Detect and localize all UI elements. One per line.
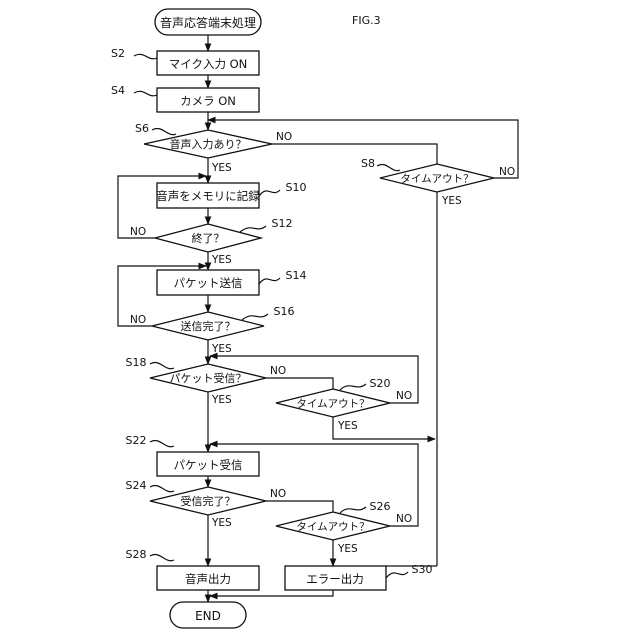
step-label-s18: S18 [126, 356, 147, 369]
step-label-s2: S2 [111, 47, 125, 60]
leader-s28 [150, 554, 174, 560]
end-label: END [195, 609, 221, 623]
s8-yes-label: YES [441, 195, 462, 207]
s18-yes-label: YES [211, 394, 232, 406]
process-s28-label: 音声出力 [185, 572, 231, 586]
step-label-s30: S30 [412, 563, 433, 576]
leader-s10 [259, 190, 280, 196]
step-label-s4: S4 [111, 84, 125, 97]
s26-yes-label: YES [337, 543, 358, 555]
step-label-s6: S6 [135, 122, 149, 135]
s26-no-label: NO [396, 513, 412, 525]
leader-s14 [259, 278, 280, 284]
leader-s26 [340, 507, 366, 513]
step-label-s12: S12 [272, 217, 293, 230]
step-label-s8: S8 [361, 157, 375, 170]
process-s2-label: マイク入力 ON [169, 57, 248, 71]
s6-yes-label: YES [211, 162, 232, 174]
s16-yes-label: YES [211, 343, 232, 355]
decision-s24-label: 受信完了？ [181, 494, 236, 508]
s24-no-label: NO [270, 488, 286, 500]
s16-no-label: NO [130, 314, 146, 326]
step-label-s14: S14 [286, 269, 307, 282]
figure-label: FIG.3 [352, 14, 381, 27]
process-s30-label: エラー出力 [306, 572, 364, 586]
decision-s16-label: 送信完了？ [181, 319, 236, 333]
s18-no-label: NO [270, 365, 286, 377]
leader-s12 [240, 226, 266, 232]
s12-no-label: NO [130, 226, 146, 238]
leader-s24 [150, 485, 174, 491]
start-label: 音声応答端末処理 [160, 15, 256, 30]
step-label-s20: S20 [370, 377, 391, 390]
s20-no-label: NO [396, 390, 412, 402]
step-label-s16: S16 [274, 305, 295, 318]
decision-s12-label: 終了？ [192, 231, 225, 245]
leader-s22 [150, 440, 174, 446]
leader-s6 [152, 128, 176, 134]
decision-s6-label: 音声入力あり？ [170, 137, 247, 151]
leader-s16 [242, 314, 268, 320]
leader-s8 [377, 164, 400, 170]
leader-s30 [386, 572, 408, 578]
s24-yes-label: YES [211, 517, 232, 529]
decision-s18-label: パケット受信？ [170, 372, 247, 385]
leader-s18 [150, 362, 174, 368]
step-label-s24: S24 [126, 479, 147, 492]
step-label-s10: S10 [286, 181, 307, 194]
decision-s20-label: タイムアウト？ [296, 398, 369, 410]
decision-s8-label: タイムアウト？ [400, 173, 473, 185]
s8-no-label: NO [499, 166, 515, 178]
process-s22-label: パケット受信 [174, 458, 243, 472]
step-label-s26: S26 [370, 500, 391, 513]
process-s10-label: 音声をメモリに記録 [156, 189, 260, 203]
s20-yes-label: YES [337, 420, 358, 432]
process-s4-label: カメラ ON [180, 94, 236, 108]
step-label-s22: S22 [126, 434, 147, 447]
leader-s20 [340, 384, 366, 390]
leader-s2 [134, 54, 157, 59]
step-label-s28: S28 [126, 548, 147, 561]
s12-yes-label: YES [211, 254, 232, 266]
process-s14-label: パケット送信 [174, 276, 243, 290]
leader-s4 [134, 91, 157, 96]
decision-s26-label: タイムアウト？ [296, 521, 369, 533]
s6-no-label: NO [276, 131, 292, 143]
